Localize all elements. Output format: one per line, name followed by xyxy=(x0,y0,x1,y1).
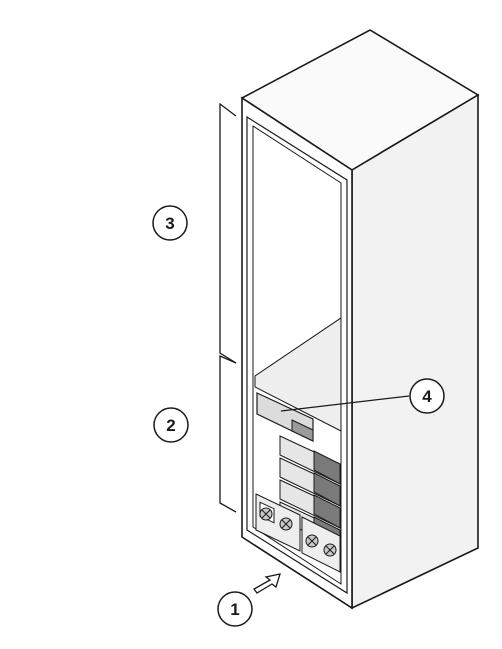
cabinet-side-panel xyxy=(352,95,478,608)
callout-2: 2 xyxy=(154,408,188,442)
callout-1-label: 1 xyxy=(230,600,239,619)
callout-3: 3 xyxy=(153,206,187,240)
callout-3-label: 3 xyxy=(165,214,174,233)
airflow-arrow-icon xyxy=(254,574,280,593)
callout-2-label: 2 xyxy=(166,416,175,435)
callout-4: 4 xyxy=(410,379,444,413)
callout-4-label: 4 xyxy=(422,387,432,406)
bracket-section-2 xyxy=(220,356,236,512)
bracket-section-3 xyxy=(220,104,236,363)
callout-1: 1 xyxy=(218,592,252,626)
